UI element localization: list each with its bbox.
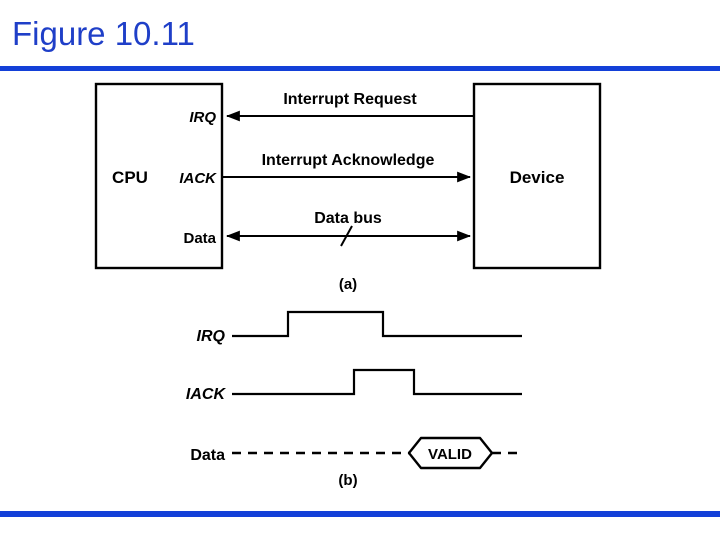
- signal-data-bus: Data bus: [225, 210, 472, 247]
- waveform-iack: IACK: [186, 368, 522, 403]
- figure-container: CPU Device IRQ IACK Data Interrupt Reque…: [0, 71, 720, 507]
- signal-interrupt-request: Interrupt Request: [225, 91, 474, 122]
- waveform-path-iack: [232, 368, 522, 396]
- data-bus-width-slash-icon: [340, 225, 353, 247]
- timing-diagram-caption: (b): [338, 472, 357, 489]
- cpu-port-label-irq: IRQ: [189, 109, 216, 126]
- data-valid-label: VALID: [428, 446, 472, 463]
- signal-interrupt-acknowledge: Interrupt Acknowledge: [222, 152, 472, 183]
- device-block-label: Device: [510, 168, 565, 187]
- footer-divider-bottom: [0, 511, 720, 517]
- block-diagram: CPU Device IRQ IACK Data Interrupt Reque…: [94, 82, 602, 293]
- interrupt-acknowledge-label: Interrupt Acknowledge: [262, 152, 435, 169]
- page-title: Figure 10.11: [12, 15, 195, 52]
- device-block: Device: [472, 82, 602, 270]
- waveform-data: Data VALID: [190, 436, 522, 470]
- timing-diagram: IRQ IACK Data VALID (b): [186, 310, 522, 489]
- data-bus-label: Data bus: [314, 210, 382, 227]
- cpu-block-label: CPU: [112, 168, 148, 187]
- figure-10-11-svg: CPU Device IRQ IACK Data Interrupt Reque…: [94, 82, 602, 489]
- cpu-port-label-data: Data: [183, 230, 216, 247]
- title-divider-top: [0, 66, 720, 71]
- waveform-label-iack: IACK: [186, 386, 227, 403]
- device-block-rect: [472, 82, 602, 270]
- waveform-path-irq: [232, 310, 522, 338]
- interrupt-request-label: Interrupt Request: [283, 91, 417, 108]
- waveform-label-irq: IRQ: [197, 328, 226, 345]
- waveform-irq: IRQ: [197, 310, 522, 345]
- block-diagram-caption: (a): [339, 276, 357, 293]
- waveform-label-data: Data: [190, 447, 225, 464]
- cpu-port-label-iack: IACK: [179, 170, 217, 187]
